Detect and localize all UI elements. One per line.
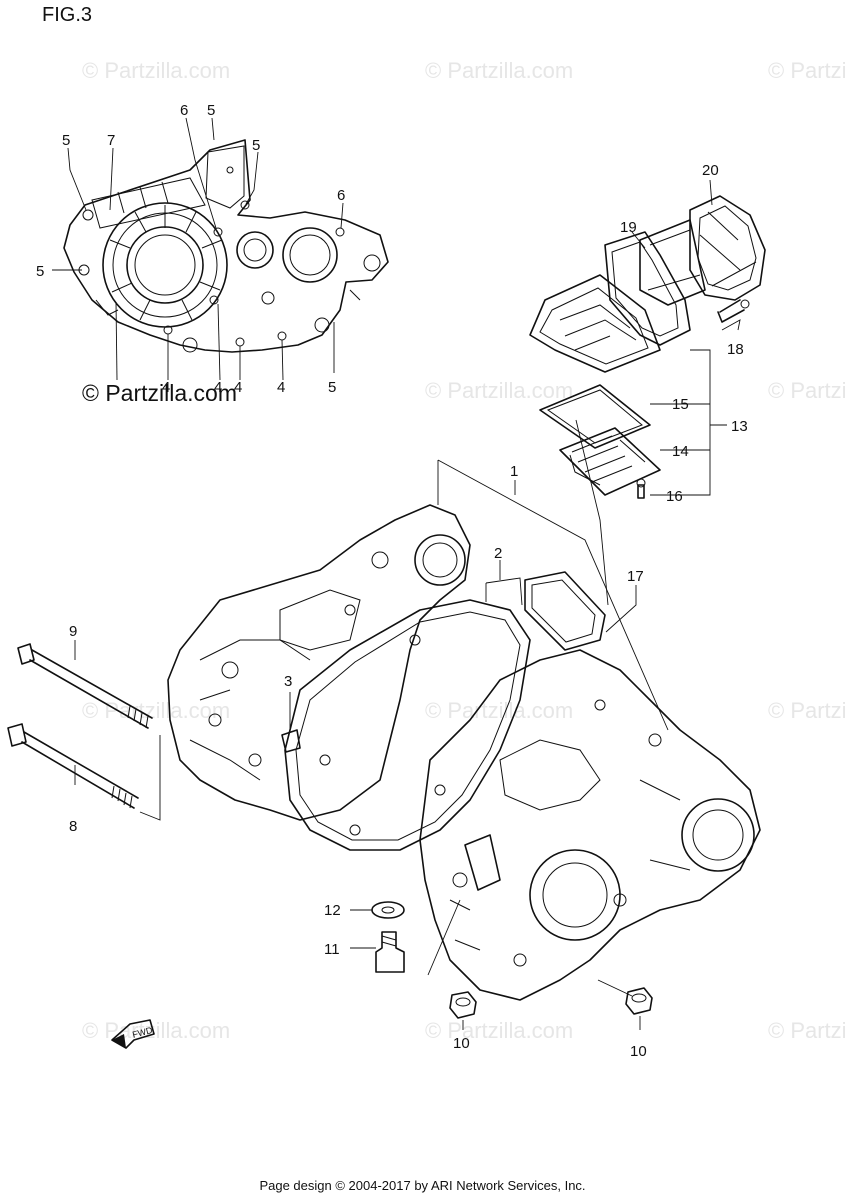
callout-17: 17 [627, 568, 644, 585]
watermark: © Partzilla.com [425, 378, 573, 403]
upper-leader-lines [52, 117, 344, 381]
figure-label: FIG.3 [42, 4, 93, 26]
main-leader-lines [74, 459, 669, 1030]
callout-14: 14 [672, 443, 689, 460]
crankcase-right-view [63, 139, 389, 353]
watermark: © Partzilla.com [768, 1018, 845, 1043]
callout-5: 5 [207, 102, 215, 119]
watermark: © Partzilla.com [768, 378, 845, 403]
watermark: © Partzilla.com [82, 1018, 230, 1043]
callout-10: 10 [453, 1035, 470, 1052]
watermark-layer: © Partzilla.com © Partzilla.com © Partzi… [82, 58, 845, 1043]
callout-20: 20 [702, 162, 719, 179]
callout-2: 2 [494, 545, 502, 562]
callout-numbers: 5 7 6 5 5 5 6 5 4 4 4 4 20 19 18 15 13 1… [36, 102, 748, 1060]
copyright-notice: © Partzilla.com [82, 380, 237, 406]
callout-15: 15 [672, 396, 689, 413]
footer-credit: Page design © 2004-2017 by ARI Network S… [259, 1178, 586, 1193]
callout-6: 6 [180, 102, 188, 119]
callout-18: 18 [727, 341, 744, 358]
callout-12: 12 [324, 902, 341, 919]
callout-8: 8 [69, 818, 77, 835]
forward-arrow-icon: FWD [111, 1019, 155, 1049]
callout-4: 4 [162, 379, 170, 396]
small-hardware [371, 901, 653, 1019]
callout-5: 5 [252, 137, 260, 154]
watermark: © Partzilla.com [768, 698, 845, 723]
callout-1: 1 [510, 463, 518, 480]
callout-3: 3 [284, 673, 292, 690]
fwd-label: FWD [131, 1025, 154, 1040]
callout-5: 5 [62, 132, 70, 149]
callout-11: 11 [324, 941, 340, 958]
callout-10: 10 [630, 1043, 647, 1060]
watermark: © Partzilla.com [768, 58, 845, 83]
callout-16: 16 [666, 488, 683, 505]
callout-7: 7 [107, 132, 115, 149]
crankcase-assembly [167, 504, 761, 1001]
callout-9: 9 [69, 623, 77, 640]
watermark: © Partzilla.com [82, 698, 230, 723]
watermark: © Partzilla.com [425, 1018, 573, 1043]
watermark: © Partzilla.com [425, 698, 573, 723]
callout-19: 19 [620, 219, 637, 236]
callout-13: 13 [731, 418, 748, 435]
watermark: © Partzilla.com [425, 58, 573, 83]
callout-6: 6 [337, 187, 345, 204]
intake-leader-lines [575, 179, 741, 633]
callout-5: 5 [328, 379, 336, 396]
callout-4: 4 [214, 379, 222, 396]
intake-reed-assembly [529, 195, 766, 499]
callout-5: 5 [36, 263, 44, 280]
callout-4: 4 [234, 379, 242, 396]
callout-4: 4 [277, 379, 285, 396]
watermark: © Partzilla.com [82, 58, 230, 83]
long-bolts [7, 643, 153, 809]
